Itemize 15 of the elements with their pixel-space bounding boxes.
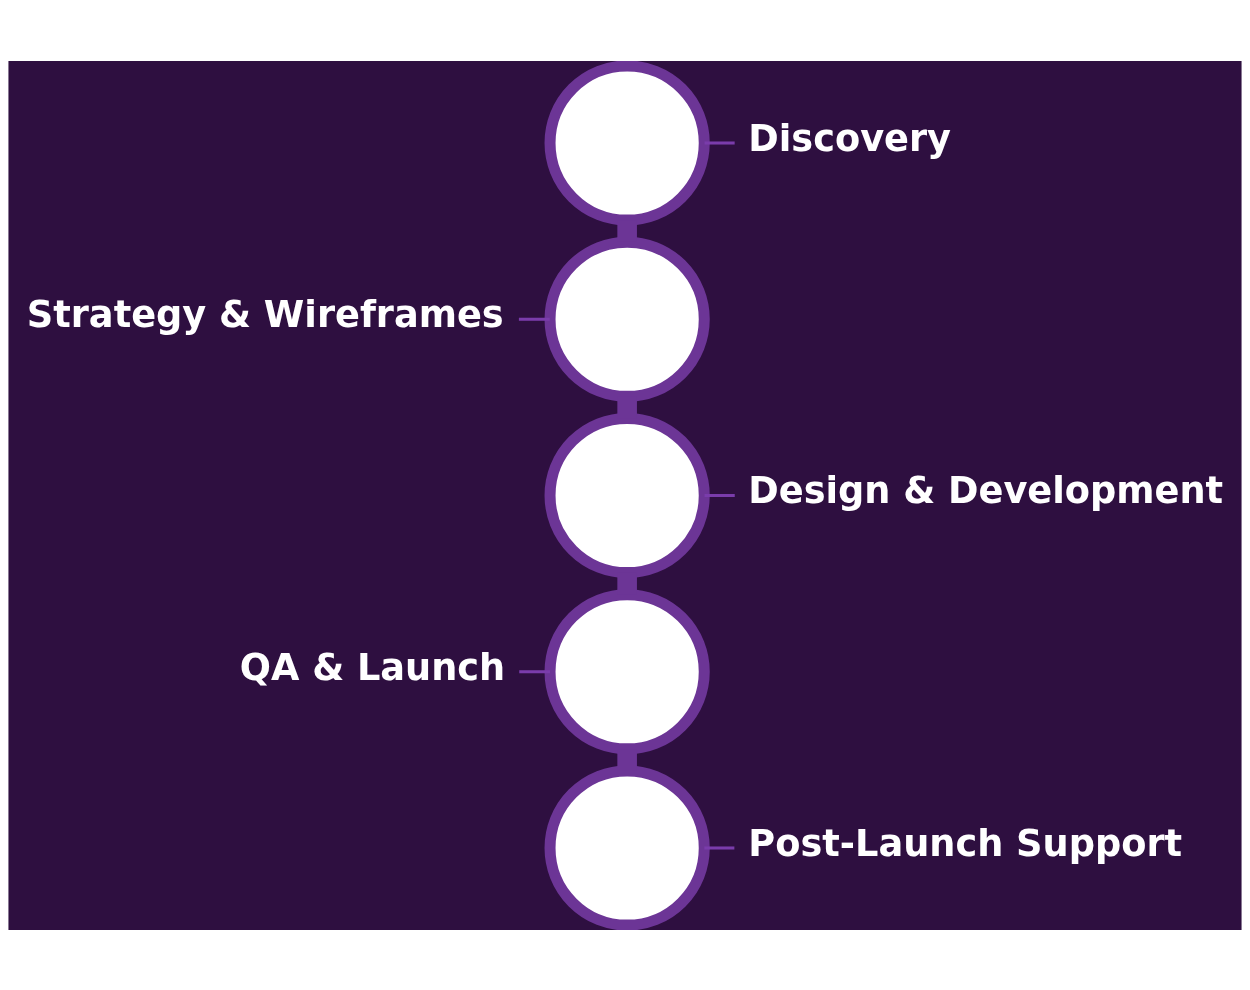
connector (704, 845, 735, 850)
connector (518, 317, 550, 321)
node-circle (544, 588, 710, 754)
connector (704, 493, 735, 497)
node-text: Design & Development (748, 468, 1224, 512)
node-circle (544, 764, 710, 930)
node-text: Post-Launch Support (748, 821, 1183, 865)
connector (704, 140, 735, 145)
node-text: QA & Launch (239, 645, 506, 689)
node-text: Discovery (748, 116, 952, 160)
node-circle (544, 412, 710, 578)
node-text: Strategy & Wireframes (26, 292, 504, 336)
node-circle (544, 236, 710, 402)
connector (519, 669, 550, 673)
node-circle (544, 60, 710, 226)
